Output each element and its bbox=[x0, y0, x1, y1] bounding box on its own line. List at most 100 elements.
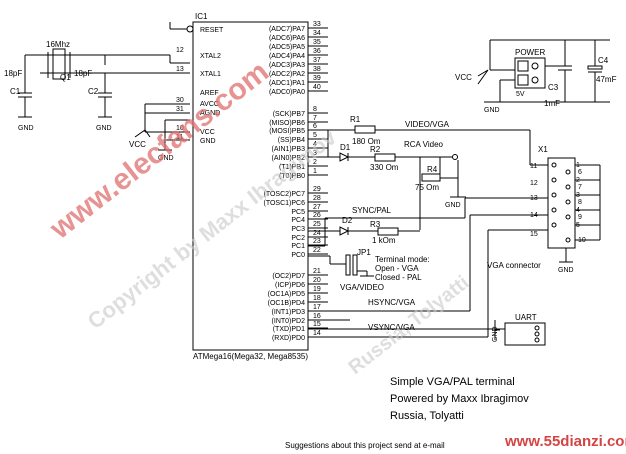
sync-lines: HSYNC/VGA VSYNC/VGA bbox=[308, 214, 548, 338]
ic1-pinnum-13: 13 bbox=[176, 66, 184, 73]
ic1-right-pin-name: PC5 bbox=[291, 209, 305, 216]
vga-pin-dot bbox=[565, 237, 571, 243]
vga-side-pin-number: 15 bbox=[530, 231, 538, 238]
terminal-mode-closed: Closed - PAL bbox=[375, 273, 422, 282]
rca-jack bbox=[452, 154, 458, 160]
ic1-right-pin-number: 22 bbox=[313, 247, 321, 254]
ic1-right-pin-name: PC1 bbox=[291, 243, 305, 250]
ic1-right-pin-name: (ADC1)PA1 bbox=[269, 80, 305, 87]
ic1-right-pin-number: 8 bbox=[313, 106, 317, 113]
ic1-pin-agnd: AGND bbox=[200, 110, 220, 117]
ic1-part: ATMega16(Mega32, Mega8535) bbox=[193, 352, 308, 361]
uart-connector bbox=[504, 322, 546, 346]
r4-body bbox=[421, 173, 441, 182]
r1-value: 180 Om bbox=[352, 137, 381, 146]
ic1-pinnum-11: 11 bbox=[176, 134, 183, 141]
vga-pin-number: 8 bbox=[578, 199, 582, 206]
ic1-right-pin-number: 16 bbox=[313, 313, 321, 320]
info-block: Simple VGA/PAL terminal Powered by Maxx … bbox=[285, 376, 529, 450]
ic1-right-pin-number: 14 bbox=[313, 330, 321, 337]
watermark-site: www.55dianzi.com bbox=[504, 433, 626, 450]
ic1-right-pin-name: (ICP)PD6 bbox=[275, 282, 305, 289]
terminal-mode-title: Terminal mode: bbox=[375, 255, 430, 264]
power-title: POWER bbox=[515, 48, 545, 57]
c2-gnd: GND bbox=[96, 125, 112, 132]
vga-pin-dot bbox=[565, 184, 571, 190]
vga-pin-number: 6 bbox=[578, 169, 582, 176]
ic1-right-pin-name: (INT0)PD2 bbox=[272, 318, 306, 325]
vga-pin-dot bbox=[551, 207, 557, 213]
ic1-right-pin-number: 15 bbox=[313, 321, 321, 328]
ic1-right-pin-name: (OC1B)PD4 bbox=[268, 300, 305, 307]
ic1-right-pin-name: (T0)PB0 bbox=[279, 173, 305, 180]
ic1-right-pin-name: (TOSC1)PC6 bbox=[264, 200, 306, 207]
ic1-right-pin-name: (OC1A)PD5 bbox=[268, 291, 305, 298]
r1-ref: R1 bbox=[350, 115, 361, 124]
ic1-pinnum-12: 12 bbox=[176, 47, 184, 54]
watermarks: www.elecfans.com Copyright by Maxx Ibrag… bbox=[43, 55, 626, 450]
ic1-right-pin-number: 34 bbox=[313, 30, 321, 37]
vga-pin-number: 9 bbox=[578, 214, 582, 221]
net-video-vga: VIDEO/VGA bbox=[405, 120, 450, 129]
ic1-right-pin-name: (TXD)PD1 bbox=[273, 326, 305, 333]
ic1-right-pin-name: PC4 bbox=[291, 217, 305, 224]
c3-value: 1mF bbox=[544, 99, 560, 108]
r4-value: 75 Om bbox=[415, 183, 439, 192]
vga-pin-dot bbox=[551, 177, 557, 183]
ic1-right-pin-number: 29 bbox=[313, 186, 321, 193]
ic1-right-pin-number: 36 bbox=[313, 48, 321, 55]
ic1-right-pin-name: (RXD)PD0 bbox=[272, 335, 305, 342]
ic1-gnd-label: GND bbox=[158, 155, 174, 162]
vga-side-pin-number: 13 bbox=[530, 195, 538, 202]
vga-side-pin-number: 12 bbox=[530, 180, 538, 187]
ic1-right-pin-number: 24 bbox=[313, 230, 321, 237]
ic1-right-pin-name: (INT1)PD3 bbox=[272, 309, 306, 316]
crystal-ref: Q1 bbox=[60, 73, 71, 82]
ic1-pin-reset: RESET bbox=[200, 27, 224, 34]
ic1-right-pin-number: 33 bbox=[313, 21, 321, 28]
ic1-pinnum-30: 30 bbox=[176, 97, 184, 104]
ic1-right-pin-number: 17 bbox=[313, 304, 321, 311]
rca-label: RCA Video bbox=[404, 140, 444, 149]
ic1-right-pin-number: 25 bbox=[313, 221, 321, 228]
r3-ref: R3 bbox=[370, 220, 381, 229]
power-5v: 5V bbox=[516, 91, 525, 98]
ic1-right-pin-number: 37 bbox=[313, 57, 321, 64]
ic1-right-pin-number: 6 bbox=[313, 123, 317, 130]
ic1-ref: IC1 bbox=[195, 12, 208, 21]
ic1-right-pin-name: (ADC3)PA3 bbox=[269, 62, 305, 69]
ic1-power-wiring: VCC GND bbox=[129, 22, 194, 162]
ic1-pin-xtal2: XTAL2 bbox=[200, 53, 221, 60]
r1-body bbox=[354, 125, 376, 134]
ic1-right-pin-number: 35 bbox=[313, 39, 321, 46]
r3-body bbox=[377, 227, 399, 236]
vga-pin-dot bbox=[565, 199, 571, 205]
vga-pin-dot bbox=[565, 214, 571, 220]
ic1-vcc-label: VCC bbox=[129, 140, 146, 149]
ic1-right-pin-name: (T1)PB1 bbox=[279, 164, 305, 171]
c2-ref: C2 bbox=[88, 87, 99, 96]
ic1-right-pin-name: (TOSC2)PC7 bbox=[264, 191, 306, 198]
power-vcc: VCC bbox=[455, 73, 472, 82]
video-network: VIDEO/VGA R1 180 Om D1 R2 330 Om RCA Vid… bbox=[308, 115, 548, 292]
ic1-pin-gnd: GND bbox=[200, 138, 216, 145]
ic1-right-pin-name: (AIN1)PB3 bbox=[272, 146, 306, 153]
r2-ref: R2 bbox=[370, 145, 381, 154]
ic1-right-pin-number: 26 bbox=[313, 212, 321, 219]
vga-side-pin-number: 11 bbox=[530, 163, 537, 170]
ic1-right-pin-number: 21 bbox=[313, 268, 321, 275]
vga-pin-dot bbox=[551, 222, 557, 228]
uart-gnd: GND bbox=[492, 326, 499, 342]
vga-label: VGA connector bbox=[487, 261, 541, 270]
c1-value: 18pF bbox=[4, 69, 22, 78]
ic1-right-pin-number: 27 bbox=[313, 204, 321, 211]
power-connector bbox=[514, 57, 546, 89]
c4-value: 47mF bbox=[596, 75, 617, 84]
footer-text: Suggestions about this project send at e… bbox=[285, 441, 445, 450]
power-gnd: GND bbox=[484, 107, 500, 114]
vga-gnd: GND bbox=[558, 267, 574, 274]
ic1-right-pin-number: 7 bbox=[313, 115, 317, 122]
vga-pin-dot bbox=[551, 162, 557, 168]
